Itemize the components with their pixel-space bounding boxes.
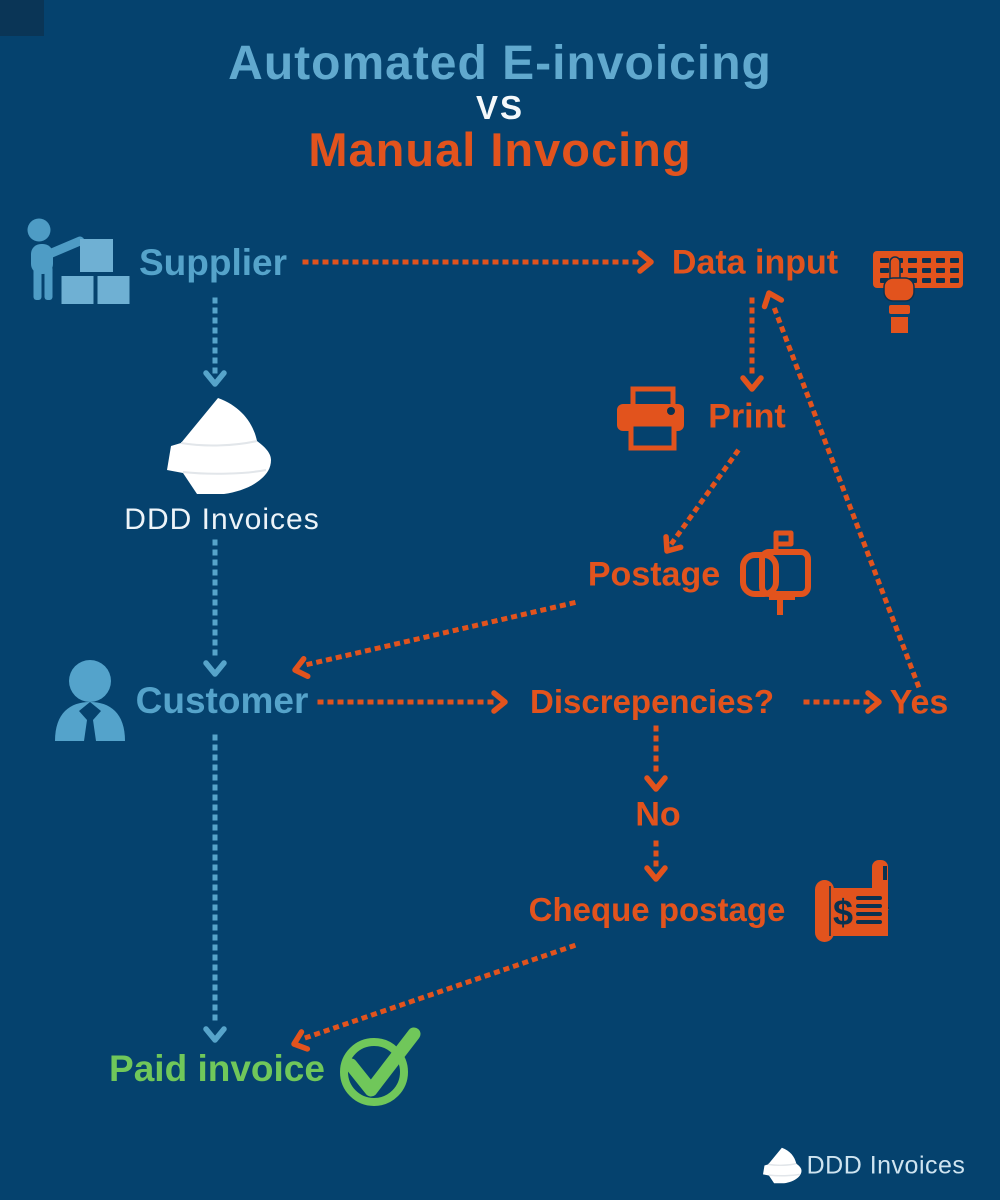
arrowhead-yes-datainput [761,290,782,307]
arrowhead-customer-discrepancies [494,693,505,711]
title-block: Automated E-invoicing VS Manual Invocing [0,38,1000,176]
node-print: Print [708,397,786,436]
check-circle-icon [340,1027,421,1106]
node-no: No [635,795,681,834]
arrowhead-discrepancies-yes [868,693,879,711]
node-supplier: Supplier [138,242,288,283]
person-with-boxes-icon [27,218,130,304]
edge-chequepostage-paid [301,942,577,1042]
title-manual: Manual Invocing [308,123,692,177]
brand-name-big: DDD Invoices [124,503,320,536]
edge-yes-datainput [768,298,922,689]
node-postage: Postage [587,555,721,594]
arrowhead-supplier-logo [206,373,224,384]
node-data-input: Data input [671,243,839,282]
title-automated: Automated E-invoicing [228,37,772,90]
node-discrepancies: Discrepencies? [530,683,774,720]
arrowhead-supplier-datainput [640,253,651,271]
node-customer: Customer [135,680,309,721]
mailbox-icon [740,530,811,615]
cheque-and-pen-icon: $ [815,860,889,942]
arrowhead-print-postage [660,537,681,556]
arrowhead-logo-customer [206,663,224,674]
ddd-invoices-logo-footer [763,1147,802,1184]
printer-icon [617,386,684,451]
dollar-sign-glyph: $ [833,892,853,933]
ddd-invoices-logo [167,398,271,494]
title-vs: VS [475,88,525,126]
edge-postage-customer [302,600,576,668]
node-paid-invoice: Paid invoice [109,1048,325,1089]
arrowhead-datainput-print [743,378,761,389]
edges [206,253,922,1053]
node-yes: Yes [889,683,949,722]
brand-name-footer: DDD Invoices [806,1151,966,1180]
person-tie-icon [55,660,125,741]
edge-print-postage [668,448,741,547]
arrowhead-postage-customer [293,659,308,679]
arrowhead-no-chequepostage [647,868,665,879]
node-cheque-postage: Cheque postage [528,891,786,928]
arrowhead-discrepancies-no [647,778,665,789]
keyboard-typing-hand-icon [873,251,963,333]
arrowhead-customer-paid [206,1029,224,1040]
corner-notch [0,0,44,36]
